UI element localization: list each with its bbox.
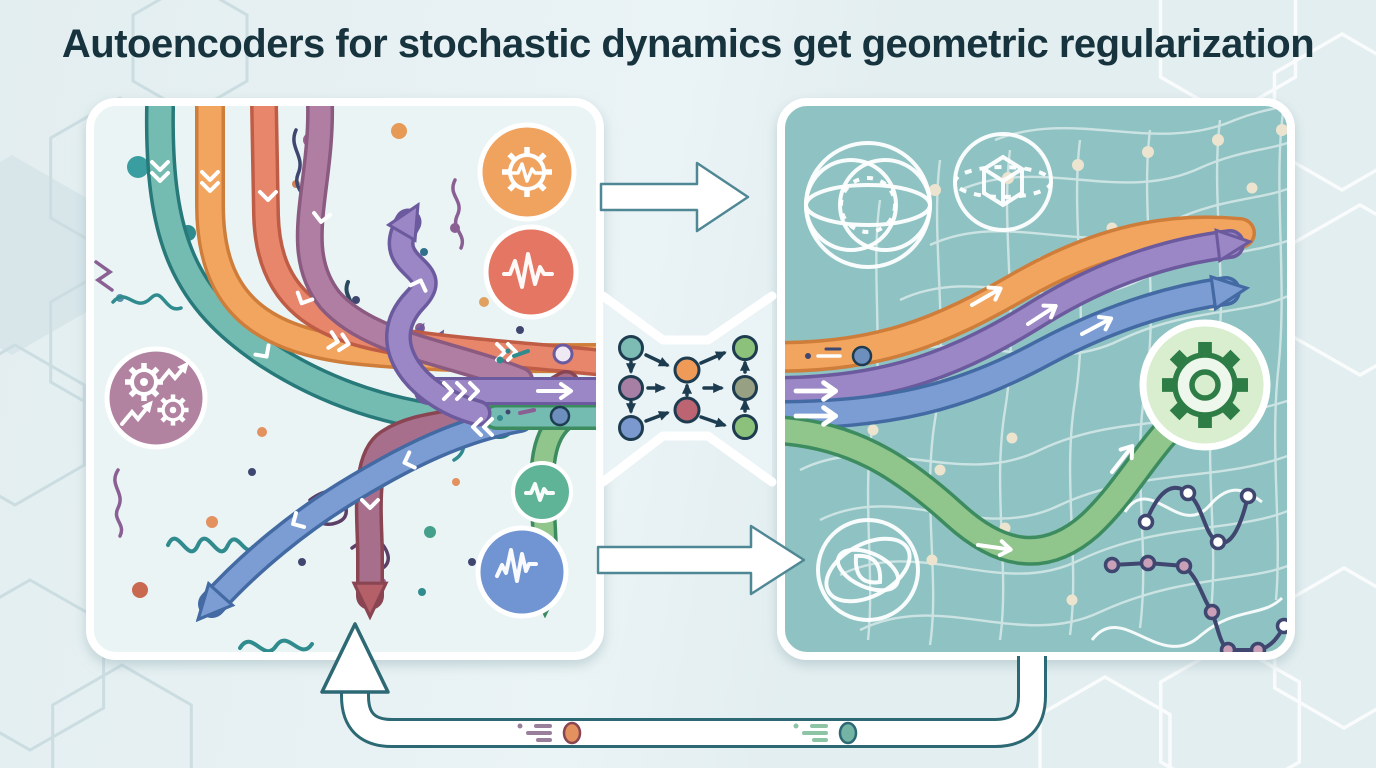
wireframe-swirl-sphere-icon (816, 518, 920, 622)
curve-chart-icon (1123, 484, 1263, 551)
band-speckles (496, 343, 574, 427)
heartbeat-icon (483, 224, 579, 320)
latent-edges (625, 351, 751, 428)
band-speckles-right (805, 345, 873, 367)
small-pulse-icon (511, 461, 573, 523)
loop-particle-teal (793, 721, 858, 745)
encode-arrow-bottom (596, 524, 806, 596)
curve-chart-icon-2 (1090, 554, 1287, 652)
waveform-icon (475, 525, 569, 619)
loop-particle-orange (517, 721, 582, 745)
latent-bottleneck (598, 291, 777, 487)
feedback-loop (320, 622, 1047, 748)
gear-pulse-icon (477, 122, 577, 222)
page-title: Autoencoders for stochastic dynamics get… (61, 22, 1315, 66)
wireframe-sphere-icon (804, 141, 932, 269)
latent-nodes (618, 335, 758, 441)
encode-arrow-top (599, 161, 750, 233)
wireframe-cube-sphere-icon (953, 132, 1053, 232)
gear-icon (1139, 319, 1271, 451)
loop-arrowhead (320, 622, 390, 694)
gears-trend-icon (104, 346, 208, 450)
